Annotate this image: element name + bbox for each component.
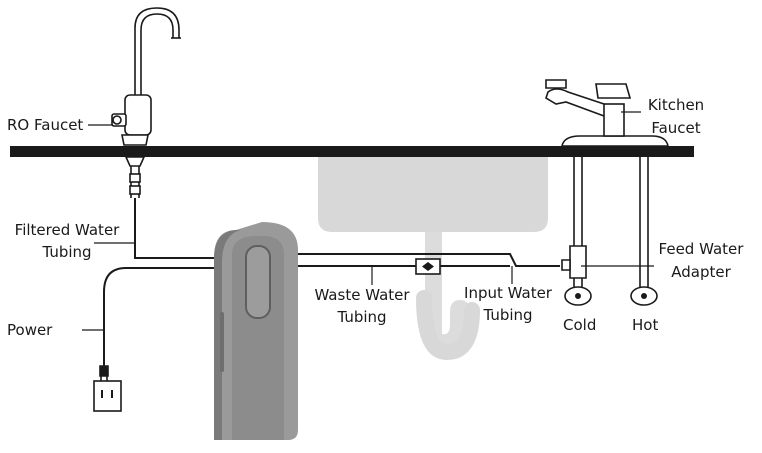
sink-basin	[318, 156, 548, 232]
filtered-water-tubing-label: Filtered Water Tubing	[6, 221, 128, 262]
feed-water-adapter-line2: Adapter	[671, 263, 731, 281]
hot-valve	[630, 286, 658, 306]
supply-lines	[561, 157, 649, 292]
input-water-tubing-line1: Input Water	[464, 284, 552, 302]
input-water-tubing-label: Input Water Tubing	[456, 284, 560, 325]
kitchen-faucet-line1: Kitchen	[647, 96, 705, 114]
feed-water-adapter-label: Feed Water Adapter	[652, 240, 750, 282]
power-cord	[103, 267, 232, 366]
ro-faucet	[111, 7, 181, 198]
kitchen-faucet-label: Kitchen Faucet	[640, 96, 712, 138]
filtered-water-tubing-line1: Filtered Water	[14, 221, 120, 239]
kitchen-faucet-line2: Faucet	[651, 119, 701, 137]
cold-label: Cold	[563, 316, 597, 334]
plug	[99, 365, 109, 381]
tubing	[134, 198, 560, 267]
kitchen-faucet	[545, 79, 669, 147]
ro-unit	[214, 222, 298, 440]
drain-saddle-mark	[422, 262, 434, 271]
leader-lines	[82, 111, 654, 331]
waste-water-tubing-line1: Waste Water	[314, 286, 410, 304]
wall-outlet	[93, 380, 122, 412]
power-label: Power	[7, 321, 53, 339]
waste-water-tubing-label: Waste Water Tubing	[306, 286, 418, 327]
drain-trap-bottom	[416, 290, 480, 361]
filtered-water-tubing-line2: Tubing	[42, 243, 92, 261]
feed-water-adapter-line1: Feed Water	[658, 240, 744, 258]
hot-label: Hot	[632, 316, 659, 334]
countertop	[10, 146, 694, 157]
ro-faucet-label: RO Faucet	[7, 116, 84, 134]
input-water-tubing-line2: Tubing	[483, 306, 533, 324]
waste-water-tubing-line2: Tubing	[337, 308, 387, 326]
cold-valve	[564, 286, 592, 306]
